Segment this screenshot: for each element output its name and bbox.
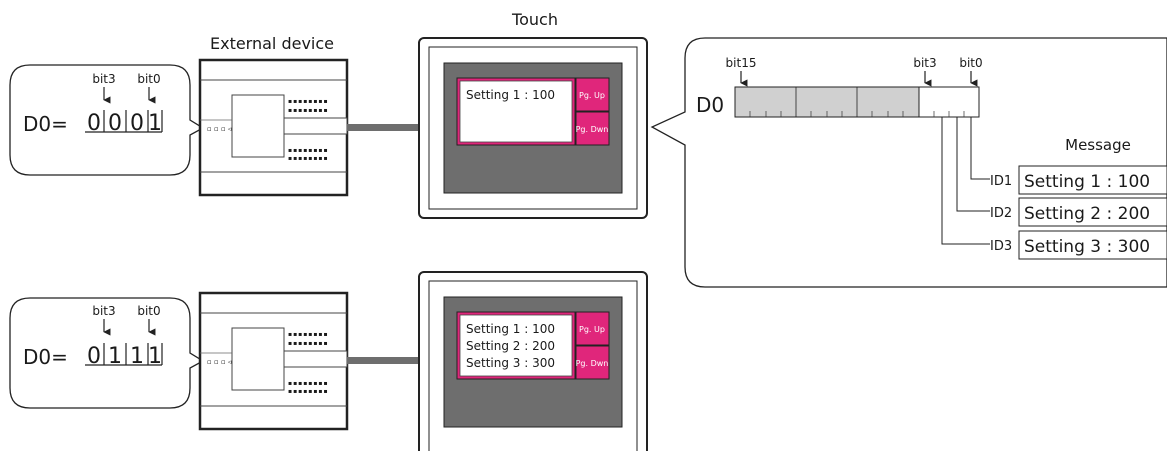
detail-bit0-label: bit0 bbox=[959, 56, 982, 70]
touch-label: Touch bbox=[511, 10, 558, 29]
svg-text:▪▪▪▪▪▪▪▪: ▪▪▪▪▪▪▪▪ bbox=[288, 155, 329, 162]
digit-3: 0 bbox=[87, 111, 101, 136]
external-device-bottom: ▫ ▫ ▫ ◃ ▪▪▪▪▪▪▪▪ ▪▪▪▪▪▪▪▪ ▪▪▪▪▪▪▪▪ ▪▪▪▪▪… bbox=[198, 291, 349, 431]
register-label: D0= bbox=[23, 112, 68, 136]
digit-0: 1 bbox=[148, 111, 162, 136]
svg-text:▪▪▪▪▪▪▪▪: ▪▪▪▪▪▪▪▪ bbox=[288, 331, 329, 338]
message-id-2: ID2 bbox=[990, 206, 1012, 221]
svg-text:▫ ▫ ▫ ◃: ▫ ▫ ▫ ◃ bbox=[207, 125, 232, 133]
bit0-label: bit0 bbox=[137, 72, 160, 86]
digit-3: 0 bbox=[87, 344, 101, 369]
digit-2: 0 bbox=[108, 111, 122, 136]
message-text-1: Setting 1 : 100 bbox=[1024, 172, 1150, 192]
page-down-button[interactable] bbox=[575, 345, 610, 380]
cable-top bbox=[347, 124, 419, 131]
page-down-button[interactable] bbox=[575, 111, 610, 146]
register-label: D0= bbox=[23, 345, 68, 369]
digit-1: 1 bbox=[130, 344, 144, 369]
message-text-2: Setting 2 : 200 bbox=[1024, 204, 1150, 224]
svg-text:▪▪▪▪▪▪▪▪: ▪▪▪▪▪▪▪▪ bbox=[288, 380, 329, 387]
screen-message-line-1: Setting 1 : 100 bbox=[466, 88, 555, 102]
svg-text:▪▪▪▪▪▪▪▪: ▪▪▪▪▪▪▪▪ bbox=[288, 340, 329, 347]
detail-bit3-label: bit3 bbox=[913, 56, 936, 70]
register-bubble-bottom: D0= bit3 bit0 0 1 1 1 bbox=[9, 297, 205, 409]
bit0-label: bit0 bbox=[137, 304, 160, 318]
digit-2: 1 bbox=[108, 344, 122, 369]
bit3-label: bit3 bbox=[92, 72, 115, 86]
page-up-label: Pg. Up bbox=[579, 91, 605, 100]
touch-device-bottom: Setting 1 : 100 Setting 2 : 200 Setting … bbox=[418, 271, 648, 451]
svg-text:▫ ▫ ▫ ◃: ▫ ▫ ▫ ◃ bbox=[207, 358, 232, 366]
external-device-top: ▫ ▫ ▫ ◃ ▪▪▪▪▪▪▪▪ ▪▪▪▪▪▪▪▪ ▪▪▪▪▪▪▪▪ ▪▪▪▪▪… bbox=[198, 58, 349, 197]
svg-text:▪▪▪▪▪▪▪▪: ▪▪▪▪▪▪▪▪ bbox=[288, 98, 329, 105]
page-down-label: Pg. Dwn bbox=[576, 125, 609, 134]
message-id-3: ID3 bbox=[990, 239, 1012, 254]
svg-text:▪▪▪▪▪▪▪▪: ▪▪▪▪▪▪▪▪ bbox=[288, 107, 329, 114]
screen-message-line-1: Setting 1 : 100 bbox=[466, 322, 555, 336]
digit-1: 0 bbox=[130, 111, 144, 136]
svg-text:▪▪▪▪▪▪▪▪: ▪▪▪▪▪▪▪▪ bbox=[288, 388, 329, 395]
message-heading: Message bbox=[1065, 136, 1131, 154]
page-up-label: Pg. Up bbox=[579, 325, 605, 334]
bit3-label: bit3 bbox=[92, 304, 115, 318]
svg-text:▪▪▪▪▪▪▪▪: ▪▪▪▪▪▪▪▪ bbox=[288, 147, 329, 154]
cable-bottom bbox=[347, 357, 419, 364]
page-up-button[interactable] bbox=[575, 77, 610, 112]
screen-message-line-2: Setting 2 : 200 bbox=[466, 339, 555, 353]
message-text-3: Setting 3 : 300 bbox=[1024, 237, 1150, 257]
screen-message-line-3: Setting 3 : 300 bbox=[466, 356, 555, 370]
digit-0: 1 bbox=[148, 344, 162, 369]
page-down-label: Pg. Dwn bbox=[576, 359, 609, 368]
register-bubble-top: D0= bit3 bit0 0 0 0 1 bbox=[9, 64, 205, 176]
message-id-1: ID1 bbox=[990, 174, 1012, 189]
detail-register-label: D0 bbox=[696, 93, 724, 117]
detail-bit15-label: bit15 bbox=[726, 56, 757, 70]
touch-device-top: Setting 1 : 100 Pg. Up Pg. Dwn bbox=[418, 37, 648, 219]
register-detail-callout: D0 bit15 bit3 bit0 Message ID1 Setting 1… bbox=[650, 37, 1167, 288]
external-device-label: External device bbox=[210, 34, 334, 53]
page-up-button[interactable] bbox=[575, 311, 610, 346]
